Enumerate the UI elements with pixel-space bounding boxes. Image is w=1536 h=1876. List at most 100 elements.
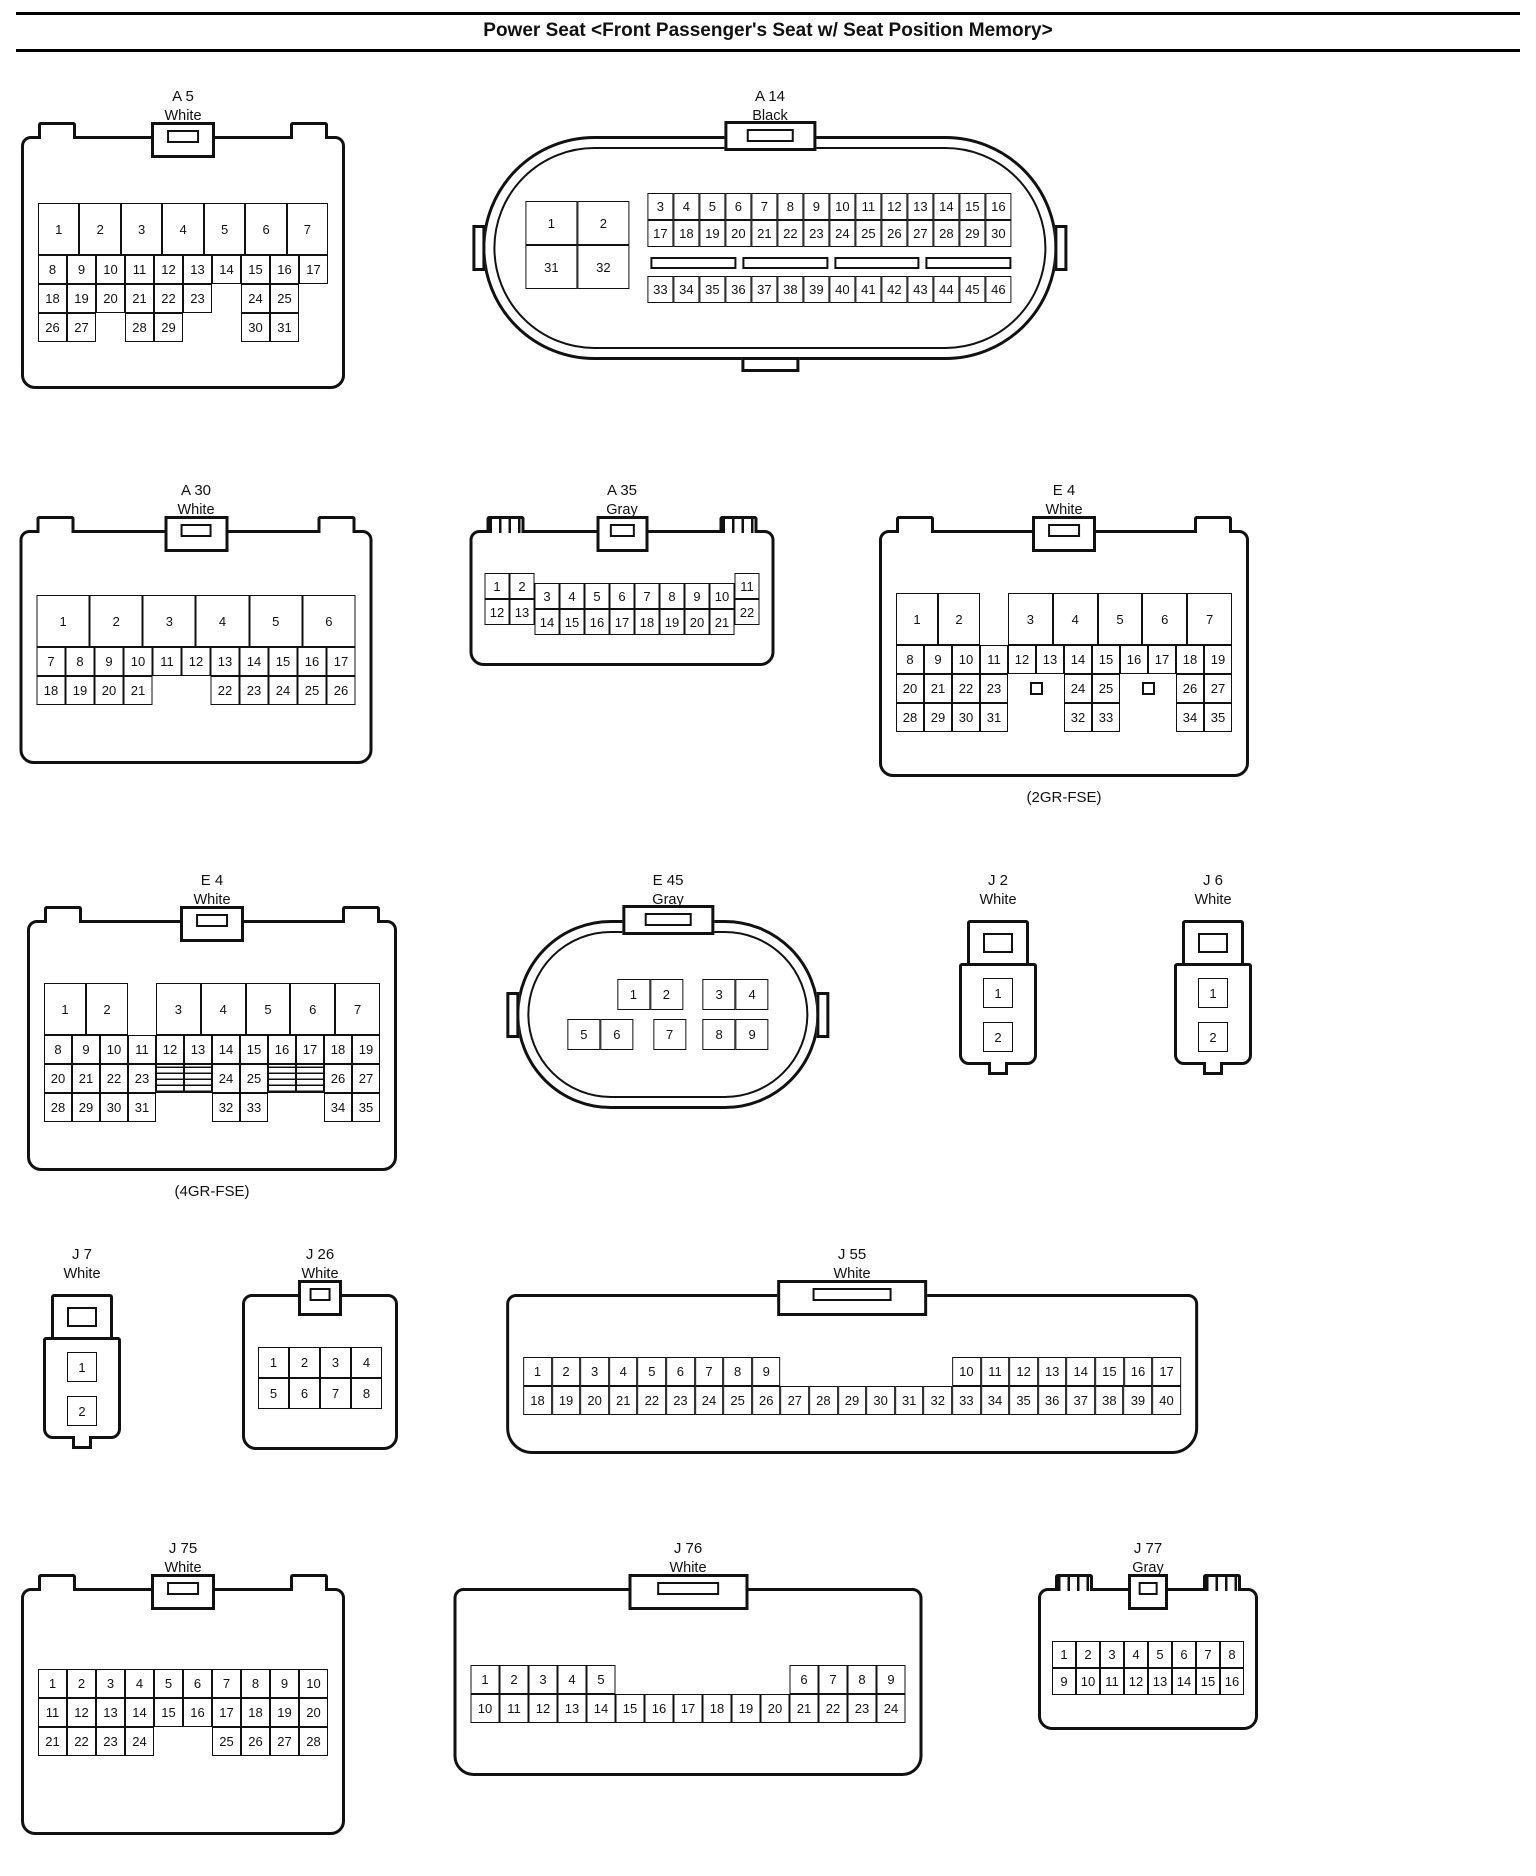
pin-A5-1: 1 — [38, 203, 80, 255]
housing-tab-bottom-icon — [741, 357, 799, 372]
pin-E4-4GR-7: 7 — [335, 983, 380, 1035]
connector-color-label: Gray — [652, 892, 684, 908]
pin-A35-18: 18 — [634, 609, 660, 635]
blank-terminal-slot — [925, 257, 1012, 269]
pin-J55-13: 13 — [1037, 1357, 1067, 1386]
pin-row: 2 — [983, 1022, 1013, 1052]
pin-E4-2GR-7: 7 — [1187, 593, 1232, 645]
pin-A5-11: 11 — [125, 255, 154, 284]
pin-J77-13: 13 — [1148, 1668, 1172, 1695]
pin-A5-16: 16 — [270, 255, 299, 284]
plug-cap — [51, 1294, 113, 1340]
latch-icon — [298, 1280, 342, 1316]
pin-A35-20: 20 — [684, 609, 710, 635]
latch-icon — [1128, 1574, 1168, 1610]
pin-E4-2GR-12: 12 — [1008, 645, 1036, 674]
connector-label: A 30 — [180, 482, 212, 499]
pin-J75-18: 18 — [241, 1698, 270, 1727]
pin-A30-26: 26 — [326, 676, 356, 705]
pin-J55-28: 28 — [809, 1386, 838, 1415]
pin-J26-6: 6 — [289, 1378, 320, 1409]
pin-A5-23: 23 — [183, 284, 212, 313]
pin-A5-14: 14 — [212, 255, 241, 284]
pin-A5-5: 5 — [203, 203, 246, 255]
connector-sublabel: (4GR-FSE) — [174, 1183, 250, 1200]
pin-A14-3: 3 — [647, 193, 674, 220]
pin-J76-14: 14 — [586, 1694, 616, 1723]
pin-J76-1: 1 — [470, 1665, 500, 1694]
pin-E4-2GR-8: 8 — [896, 645, 924, 674]
pin-E4-2GR-20: 20 — [896, 674, 924, 703]
housing-tab-left-icon — [472, 225, 486, 271]
pin-A14-15: 15 — [959, 193, 986, 220]
pin-row: 1 — [67, 1352, 97, 1382]
pin-A14-27: 27 — [907, 220, 934, 247]
pin-J76-2: 2 — [499, 1665, 529, 1694]
latch-icon — [777, 1280, 927, 1316]
pin-A30-25: 25 — [297, 676, 327, 705]
pin-J55-3: 3 — [580, 1357, 609, 1386]
pin-E45-7: 7 — [653, 1019, 687, 1050]
pin-A30-21: 21 — [123, 676, 153, 705]
pin-A5-2: 2 — [79, 203, 121, 255]
pin-A14-17: 17 — [647, 220, 674, 247]
pin-J76-22: 22 — [818, 1694, 848, 1723]
connector-label: J 7 — [71, 1246, 92, 1263]
connector-label: A 5 — [172, 88, 194, 105]
pin-J55-30: 30 — [866, 1386, 895, 1415]
pin-E4-4GR-33: 33 — [240, 1093, 268, 1122]
screw-hole-icon — [1008, 674, 1064, 703]
pin-A14-45: 45 — [959, 276, 986, 303]
pin-E4-4GR-15: 15 — [240, 1035, 268, 1064]
pin-E4-2GR-9: 9 — [924, 645, 952, 674]
pin-A5-18: 18 — [38, 284, 67, 313]
mount-tab-icon — [290, 1574, 328, 1591]
pin-E4-2GR-22: 22 — [952, 674, 980, 703]
pin-E4-4GR-29: 29 — [72, 1093, 100, 1122]
pin-J75-6: 6 — [183, 1669, 212, 1698]
pin-J75-25: 25 — [212, 1727, 241, 1756]
pin-J55-10: 10 — [952, 1357, 981, 1386]
pin-A30-18: 18 — [36, 676, 66, 705]
pin-E4-4GR-19: 19 — [352, 1035, 380, 1064]
pin-A5-28: 28 — [125, 313, 154, 342]
mount-tab-icon — [36, 516, 75, 533]
pin-A30-20: 20 — [94, 676, 124, 705]
pin-gap — [616, 1665, 790, 1694]
pin-E4-4GR-6: 6 — [290, 983, 336, 1035]
latch-inner — [180, 524, 212, 537]
pin-gap — [299, 284, 328, 313]
connector-color-label: White — [979, 892, 1017, 908]
pin-A5-24: 24 — [241, 284, 270, 313]
pin-J55-5: 5 — [637, 1357, 667, 1386]
pin-A30-12: 12 — [181, 647, 211, 676]
pin-A35-4: 4 — [559, 583, 585, 609]
pin-E4-4GR-1: 1 — [44, 983, 86, 1035]
pin-E4-2GR-1: 1 — [896, 593, 938, 645]
blank-terminal-slot — [742, 257, 828, 269]
pin-A30-24: 24 — [268, 676, 298, 705]
pin-J55-9: 9 — [751, 1357, 781, 1386]
pin-A14-21: 21 — [751, 220, 778, 247]
latch-inner — [746, 129, 794, 142]
connector-color-label: White — [177, 502, 215, 518]
pin-J6-2: 2 — [1198, 1022, 1228, 1052]
pin-E4-4GR-9: 9 — [72, 1035, 100, 1064]
pin-E4-2GR-29: 29 — [924, 703, 952, 732]
